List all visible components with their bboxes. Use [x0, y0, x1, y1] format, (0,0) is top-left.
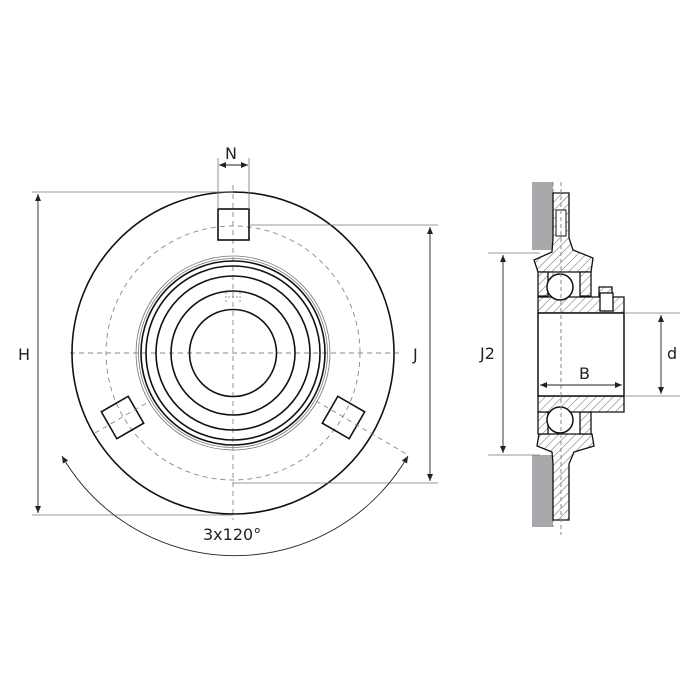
side-view: J2 B d: [479, 182, 680, 535]
bore-section: [537, 312, 625, 397]
seal-ring: [145, 265, 321, 441]
angle-arc: [61, 455, 409, 557]
ball-top: [546, 273, 574, 301]
bolt-slot-right: [321, 395, 366, 440]
label-d: d: [667, 344, 677, 363]
bore: [188, 308, 278, 398]
housing-edge-outer: [135, 255, 331, 451]
mounting-wall-bottom: [532, 455, 553, 527]
label-j2: J2: [479, 344, 495, 363]
outer-ring: [140, 260, 326, 446]
inner-ring-bottom: [537, 395, 625, 413]
label-h: H: [18, 345, 30, 364]
front-view: N H J 3x120°: [18, 144, 438, 557]
label-b: B: [579, 364, 590, 383]
bolt-slot-top: [217, 208, 250, 241]
inner-ring-outer: [155, 275, 311, 431]
label-j: J: [412, 345, 418, 364]
bolt-slot-left: [100, 395, 145, 440]
housing-flange-bottom: [536, 433, 595, 521]
ball-bottom: [546, 406, 574, 434]
outer-ring-top: [537, 271, 592, 297]
bolt-circle: [105, 225, 361, 481]
inner-ring-shoulder: [170, 290, 296, 416]
label-n: N: [225, 144, 237, 163]
mounting-wall-top: [532, 182, 553, 250]
label-angle: 3x120°: [203, 525, 261, 544]
slot-axis-left: [94, 400, 151, 434]
set-screw: [599, 292, 614, 312]
housing-edge-inner: [138, 258, 328, 448]
set-screw-hidden: [225, 291, 241, 302]
